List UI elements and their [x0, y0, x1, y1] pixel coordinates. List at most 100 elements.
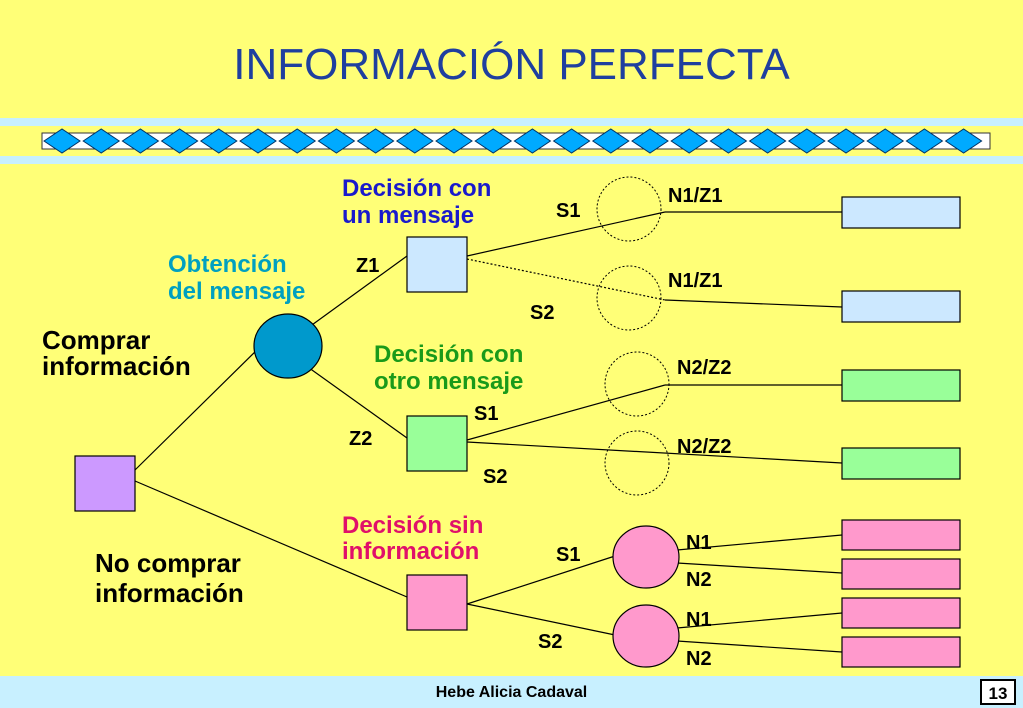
diamond-ornament — [866, 128, 905, 154]
diamond-ornament — [905, 128, 944, 154]
outcome-box-6 — [841, 558, 961, 590]
edge-z2 — [304, 364, 408, 439]
branch-s2-bot: S2 — [538, 631, 563, 653]
branch-n1z1-a: N1/Z1 — [668, 185, 723, 207]
label-decision-un-mensaje: Decisión con un mensaje — [342, 175, 491, 229]
decision-node-no-info — [406, 574, 468, 631]
branch-z2: Z2 — [349, 428, 373, 450]
outcome-box-7 — [841, 597, 961, 629]
page-title: INFORMACIÓN PERFECTA — [233, 40, 790, 89]
branch-n2z2-a: N2/Z2 — [677, 357, 732, 379]
label-comprar-line2: información — [42, 351, 191, 381]
outcome-box-1 — [841, 196, 961, 229]
edge-comprar — [134, 344, 263, 471]
diamond-ornament — [787, 128, 826, 154]
edge-s1-mid — [466, 384, 666, 441]
diamond-ornament — [591, 128, 630, 154]
diamond-ornament — [827, 128, 865, 154]
label-no-comprar: No comprar información — [95, 548, 244, 608]
footer-author: Hebe Alicia Cadaval — [435, 684, 588, 701]
diamond-ornament — [160, 128, 199, 154]
edge-z1 — [304, 255, 408, 331]
diamond-ornament — [317, 128, 356, 154]
label-no-comprar-line2: información — [95, 578, 244, 608]
branch-n1-b: N1 — [686, 609, 712, 631]
label-decision-otro-mensaje: Decisión con otro mensaje — [374, 341, 523, 395]
tree-edges — [134, 211, 843, 653]
edge-s1-bot — [466, 555, 616, 605]
page-number: 13 — [980, 679, 1016, 705]
branch-n2-a: N2 — [686, 569, 712, 591]
label-decision-sin-line2: información — [342, 538, 480, 565]
label-decision-un-line1: Decisión con — [342, 175, 492, 202]
branch-s1-top: S1 — [556, 200, 581, 222]
diamond-ornament — [552, 128, 591, 154]
diamond-ornament — [395, 128, 434, 154]
branch-s1-bot: S1 — [556, 544, 581, 566]
diamond-ornament — [239, 128, 277, 154]
label-no-comprar-line1: No comprar — [95, 548, 241, 578]
label-comprar: Comprar información — [42, 327, 191, 379]
label-decision-un-line2: un mensaje — [342, 202, 475, 229]
branch-s2-mid: S2 — [483, 466, 508, 488]
outcome-box-5 — [841, 519, 961, 551]
dotted-chance-nodes — [596, 176, 670, 496]
diamond-ornament — [670, 128, 709, 154]
obtain-message-chance-node — [253, 313, 323, 379]
diamond-ornament — [43, 128, 81, 154]
diamond-ornament — [82, 128, 121, 154]
outcome-box-3 — [841, 369, 961, 402]
branch-n2-b: N2 — [686, 648, 712, 670]
diamond-ornament — [435, 128, 473, 154]
edge-n2-a — [676, 562, 843, 574]
label-obtencion-line1: Obtención — [168, 251, 287, 278]
label-comprar-line1: Comprar — [42, 325, 151, 355]
branch-n2z2-b: N2/Z2 — [677, 436, 732, 458]
root-decision-node — [74, 455, 136, 512]
diamond-ornament — [356, 128, 395, 154]
diamond-ornament — [709, 128, 748, 154]
edge-s1-top — [466, 211, 666, 257]
top-band — [0, 118, 1023, 126]
decision-node-z1 — [406, 236, 468, 293]
edge-n2-b — [676, 640, 843, 653]
branch-n1z1-b: N1/Z1 — [668, 270, 723, 292]
diamond-ornament — [748, 128, 787, 154]
label-decision-otro-line2: otro mensaje — [374, 368, 524, 395]
branch-n1-a: N1 — [686, 532, 712, 554]
branch-s2-top: S2 — [530, 302, 555, 324]
diamond-ornament — [513, 128, 552, 154]
dotted-circle-2 — [596, 265, 662, 331]
diamond-ornament — [199, 128, 238, 154]
dotted-circle-1 — [596, 176, 662, 242]
decision-node-z2 — [406, 415, 468, 472]
dotted-circle-4 — [604, 430, 670, 496]
diamond-ornament — [474, 128, 513, 154]
label-obtencion: Obtención del mensaje — [168, 251, 305, 305]
edge-s2-top — [466, 258, 666, 301]
outcome-box-2 — [841, 290, 961, 323]
label-obtencion-line2: del mensaje — [168, 278, 306, 305]
diamond-ornament — [944, 128, 983, 154]
edge-n1z1-b — [664, 299, 843, 308]
edge-n1-a — [676, 534, 843, 551]
diamond-ornament — [278, 128, 317, 154]
chance-node-s1 — [612, 525, 680, 589]
diamond-ornament — [631, 128, 669, 154]
bottom-band — [0, 156, 1023, 164]
branch-s1-mid: S1 — [474, 403, 499, 425]
diamond-ornament — [121, 128, 160, 154]
edge-n1-b — [676, 612, 843, 629]
edge-s2-mid — [466, 441, 843, 464]
label-decision-sin-line1: Decisión sin — [342, 512, 484, 539]
outcome-box-8 — [841, 636, 961, 668]
label-decision-otro-line1: Decisión con — [374, 341, 524, 368]
footer-bar — [0, 676, 1023, 708]
chance-node-s2 — [612, 604, 680, 668]
branch-z1: Z1 — [356, 255, 380, 277]
diamond-strip — [41, 128, 991, 154]
dotted-circle-3 — [604, 351, 670, 417]
outcome-box-4 — [841, 447, 961, 480]
label-decision-sin-informacion: Decisión sin información — [342, 513, 483, 565]
